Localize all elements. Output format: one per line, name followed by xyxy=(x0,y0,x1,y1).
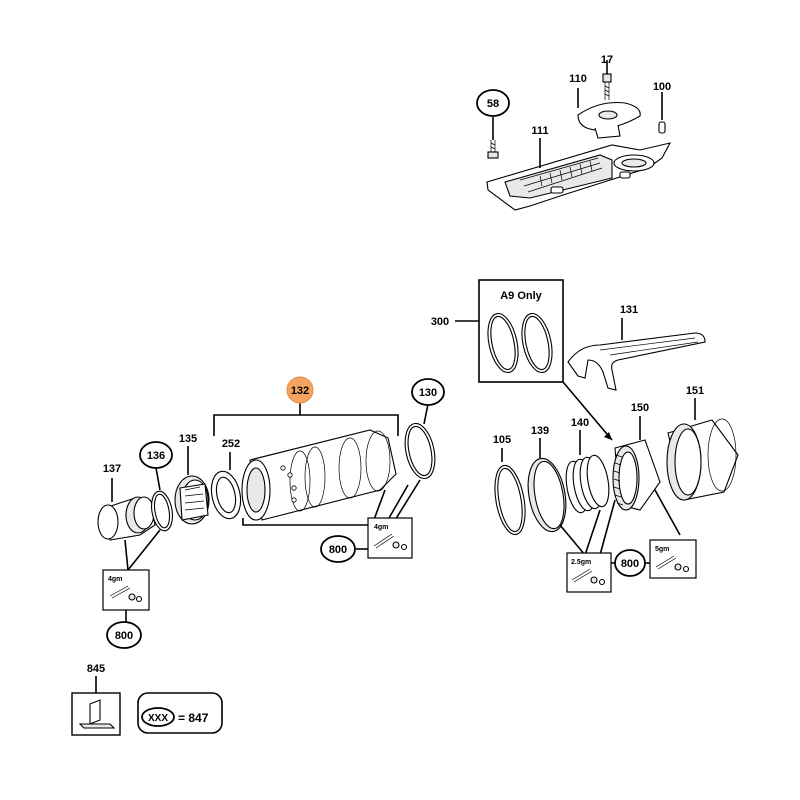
a9-only-box xyxy=(478,279,564,383)
svg-text:136: 136 xyxy=(147,450,165,462)
arrow-a9 xyxy=(604,432,612,440)
callout-130[interactable]: 130 xyxy=(411,378,445,406)
cover-part-131[interactable] xyxy=(567,332,706,391)
label-135: 135 xyxy=(179,433,197,445)
svg-text:800: 800 xyxy=(329,544,347,556)
bracket-132 xyxy=(213,414,399,436)
label-252: 252 xyxy=(222,438,240,450)
callout-800-left[interactable]: 800 xyxy=(106,621,142,649)
screw-part-58[interactable] xyxy=(487,117,499,159)
spring-part-140[interactable] xyxy=(563,430,613,514)
grease-leaders-right xyxy=(559,489,681,556)
label-139: 139 xyxy=(531,425,549,437)
ring-part-139[interactable] xyxy=(523,438,571,535)
callout-800-mid[interactable]: 800 xyxy=(320,535,356,563)
label-131: 131 xyxy=(620,304,638,316)
housing-part-111[interactable] xyxy=(486,142,672,211)
label-151: 151 xyxy=(686,385,704,397)
svg-text:130: 130 xyxy=(419,387,437,399)
callout-800-right[interactable]: 800 xyxy=(614,549,646,577)
svg-text:4gm: 4gm xyxy=(108,576,122,583)
label-140: 140 xyxy=(571,417,589,429)
label-845: 845 xyxy=(87,663,105,675)
label-105: 105 xyxy=(493,434,511,446)
ring-part-130[interactable] xyxy=(400,403,439,481)
label-300: 300 xyxy=(431,316,449,328)
legend-placeholder: XXX xyxy=(148,713,168,724)
callout-136[interactable]: 136 xyxy=(139,441,173,469)
bearing-part-151[interactable] xyxy=(666,398,739,501)
legend-box: XXX = 847 xyxy=(137,692,223,734)
label-17: 17 xyxy=(601,54,613,66)
label-111: 111 xyxy=(531,125,548,137)
label-137: 137 xyxy=(103,463,121,475)
callout-132[interactable]: 132 xyxy=(286,376,314,404)
part-135[interactable] xyxy=(174,446,210,525)
label-a9-only: A9 Only xyxy=(500,290,542,302)
label-150: 150 xyxy=(631,402,649,414)
svg-text:2.5gm: 2.5gm xyxy=(571,559,591,566)
pin-part-100[interactable] xyxy=(658,92,666,134)
label-100: 100 xyxy=(653,81,671,93)
label-110: 110 xyxy=(569,73,587,85)
svg-text:132: 132 xyxy=(291,385,309,397)
cylinder-part-132[interactable] xyxy=(241,429,397,521)
svg-text:58: 58 xyxy=(487,98,499,110)
ring-part-136[interactable] xyxy=(149,467,176,532)
part-137[interactable] xyxy=(97,478,156,541)
grease-box-mid[interactable]: 4gm xyxy=(367,517,413,559)
ring-part-252[interactable] xyxy=(207,452,244,521)
leader-a9-to-150 xyxy=(562,381,613,441)
svg-text:800: 800 xyxy=(115,630,133,642)
grease-leaders-left xyxy=(124,529,161,571)
screw-part-17[interactable] xyxy=(602,60,612,100)
legend-equals: = 847 xyxy=(178,711,209,725)
ring-part-105[interactable] xyxy=(490,448,530,537)
cover-part-110[interactable] xyxy=(577,101,641,139)
callout-58[interactable]: 58 xyxy=(476,89,510,117)
grease-box-left[interactable]: 4gm xyxy=(102,569,150,611)
svg-text:5gm: 5gm xyxy=(655,546,669,553)
tag-part-845[interactable] xyxy=(71,676,121,736)
svg-text:800: 800 xyxy=(621,558,639,570)
gear-part-150[interactable] xyxy=(612,416,661,511)
grease-box-right-b[interactable]: 5gm xyxy=(649,539,697,579)
grease-box-right-a[interactable]: 2.5gm xyxy=(566,552,612,593)
svg-text:4gm: 4gm xyxy=(374,524,388,531)
